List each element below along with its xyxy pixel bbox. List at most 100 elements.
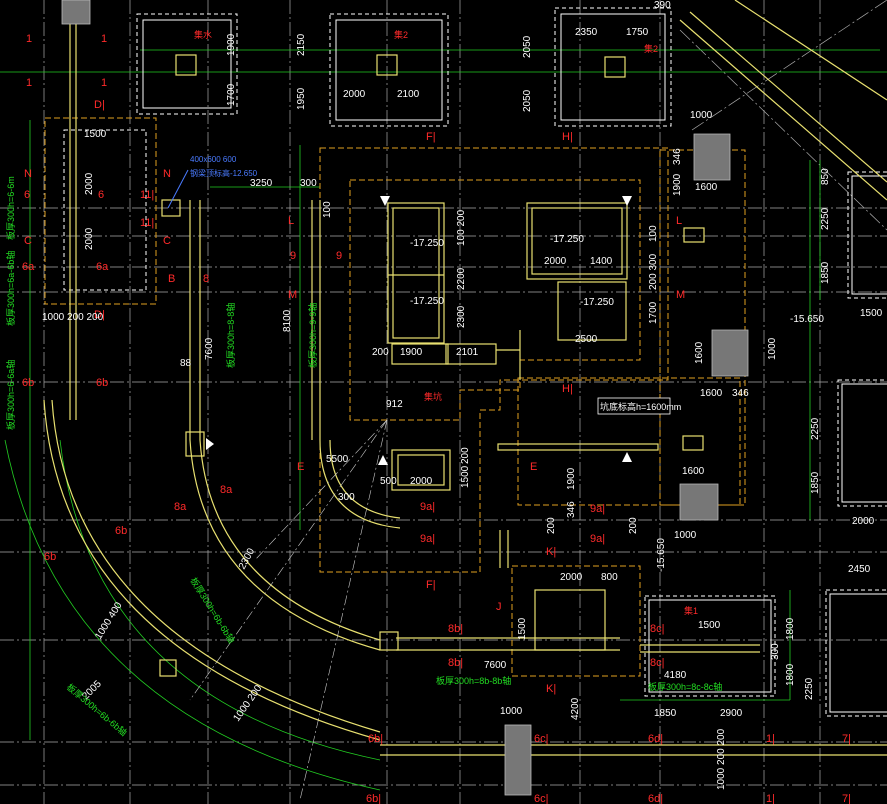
dimension-text: -15.650: [790, 314, 824, 325]
dimension-text: 346: [566, 501, 577, 518]
dimension-text: 2250: [820, 207, 831, 230]
axis-label: C: [163, 235, 171, 247]
axis-label: N: [163, 168, 171, 180]
axis-label: 1: [26, 33, 32, 45]
dimension-text: 1600: [682, 466, 705, 477]
axis-label: 6: [98, 189, 104, 201]
dimension-text: 2000: [84, 227, 95, 250]
dimension-text: 1000 200: [231, 683, 264, 724]
dimension-text: 200 300: [648, 253, 659, 290]
dimension-text: 88: [180, 358, 192, 369]
dimension-text: 912: [386, 399, 403, 410]
dimension-text: 1800: [785, 617, 796, 640]
dimension-text: 850: [820, 168, 831, 185]
dimension-text: 2250: [804, 677, 815, 700]
slab-note: 板厚300h=6-6a轴: [5, 360, 16, 430]
axis-label: 1: [26, 77, 32, 89]
axis-label: 1: [101, 33, 107, 45]
dimension-text: 500: [380, 476, 397, 487]
axis-label: 6a: [22, 261, 35, 273]
axis-label: 8b|: [448, 623, 463, 635]
axis-label: 6c|: [534, 733, 548, 745]
dimension-text: 2200: [456, 267, 467, 290]
slab-note: 板厚300h=6a-6b轴: [5, 251, 16, 326]
axis-label: 9: [290, 250, 296, 262]
axis-label: N: [24, 168, 32, 180]
axis-label: 6: [24, 189, 30, 201]
axis-label: 8: [203, 273, 209, 285]
dimension-text: 1000 200 200: [42, 312, 104, 323]
dimension-text: 5500: [326, 454, 349, 465]
pit-tag: 集2: [394, 29, 408, 40]
dimension-text: 4180: [664, 670, 687, 681]
dimension-text: 2300: [456, 305, 467, 328]
dimension-text: 1950: [296, 87, 307, 110]
beam-size-note: 400x600 600: [190, 155, 237, 164]
hatched-columns: [61, 0, 749, 796]
dimension-text: 2350: [575, 27, 598, 38]
pit-tag: 集水: [194, 29, 212, 40]
pit-tag: 集2: [644, 43, 658, 54]
axis-label: J: [496, 601, 502, 613]
pit-tag: 集1: [684, 605, 698, 616]
pit-elevation-box: 坑底标高h=1600mm: [600, 401, 681, 412]
axis-labels: 1 1 1 1 D| N N 6 6 11| 11| C C 6a 6a B 8…: [22, 33, 851, 804]
axis-label: 11|: [140, 189, 154, 201]
dimension-text: 200: [546, 517, 557, 534]
dimension-text: 390: [654, 0, 671, 11]
dimension-text: 1600: [694, 341, 705, 364]
dimension-text: 2000: [560, 572, 583, 583]
dimension-text: 2500: [575, 334, 598, 345]
dimension-text: 200: [460, 447, 471, 464]
beam-elevation-note: 钢梁顶标高-12.650: [190, 168, 258, 178]
slab-note: 板厚300h=9-9轴: [307, 303, 318, 368]
axis-label: 6b: [22, 377, 34, 389]
axis-label: E: [297, 461, 304, 473]
axis-label: 9a|: [420, 533, 435, 545]
axis-label: 6d|: [648, 733, 663, 745]
walls: [43, 0, 887, 756]
dimension-text: 1850: [810, 471, 821, 494]
axis-label: K|: [546, 546, 556, 558]
dimension-text: 1700: [648, 301, 659, 324]
dimension-text: 300: [300, 178, 317, 189]
dimension-text: 2000: [84, 172, 95, 195]
dimension-text: 1850: [820, 261, 831, 284]
axis-label: 8a: [174, 501, 187, 513]
slab-note: 板厚300h=8c-8c轴: [648, 681, 722, 692]
dimension-text: 100: [648, 225, 659, 242]
dimension-text: 1850: [654, 708, 677, 719]
axis-label: E: [530, 461, 537, 473]
slab-note: 板厚300h=6-6m: [5, 176, 16, 240]
axis-label: 6b: [96, 377, 108, 389]
dimension-text: 8100: [282, 309, 293, 332]
dimension-text: 300: [770, 643, 781, 660]
dimension-text: 800: [601, 572, 618, 583]
axis-label: 8a: [220, 484, 233, 496]
axis-label: 6b: [44, 551, 56, 563]
axis-label: 9a|: [420, 501, 435, 513]
dimension-text: 1000: [674, 530, 697, 541]
annotation-notes: 400x600 600 钢梁顶标高-12.650 板厚300h=6-6m 板厚3…: [5, 29, 722, 738]
dimension-text: 7600: [484, 660, 507, 671]
dimension-text: 1000: [767, 337, 778, 360]
section-markers: [206, 196, 632, 465]
dimension-text: 100: [322, 201, 333, 218]
dimension-text: 1500: [698, 620, 721, 631]
axis-label: 6b|: [368, 733, 383, 745]
dimension-text: 2000: [852, 516, 875, 527]
dimension-text: -17.250: [550, 234, 584, 245]
axis-label: 6b|: [366, 793, 381, 804]
dimension-text: 1900: [226, 33, 237, 56]
axis-label: 8c|: [650, 623, 664, 635]
dimension-text: 2450: [848, 564, 871, 575]
axis-label: B: [168, 273, 175, 285]
dimension-text: 1750: [626, 27, 649, 38]
dimension-text: 2300: [237, 546, 257, 571]
footing-inner: [142, 13, 887, 713]
axis-label: K|: [546, 683, 556, 695]
axis-label: L: [676, 215, 682, 227]
